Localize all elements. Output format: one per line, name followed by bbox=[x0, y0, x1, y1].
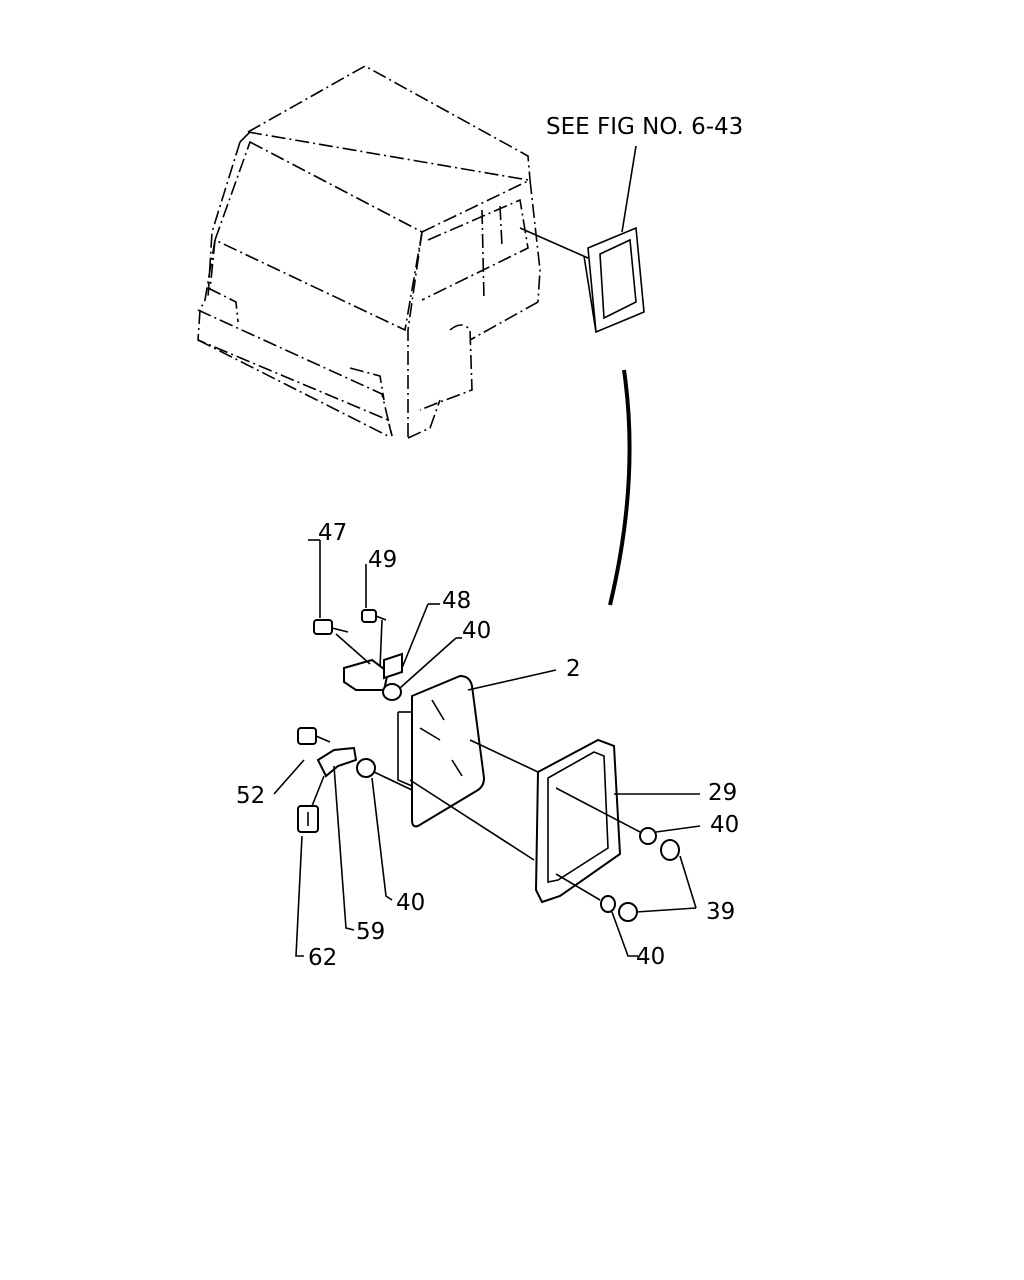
callout-40-left: 40 bbox=[396, 890, 425, 916]
hinge-48 bbox=[335, 603, 440, 691]
callout-52: 52 bbox=[236, 783, 265, 809]
nut-40-left bbox=[356, 758, 413, 901]
explode-arrow bbox=[608, 369, 632, 606]
nut-40-right bbox=[555, 787, 701, 845]
weatherstrip-29 bbox=[409, 738, 700, 904]
truck-cab bbox=[197, 65, 541, 439]
callout-29: 29 bbox=[708, 780, 737, 806]
callout-62: 62 bbox=[308, 945, 337, 971]
reference-window-panel bbox=[519, 145, 645, 334]
bolt-52 bbox=[273, 727, 331, 795]
nut-40-upper bbox=[382, 637, 462, 701]
glass-pane-2 bbox=[397, 669, 557, 828]
clip-39-lower bbox=[618, 902, 697, 922]
reference-note: SEE FIG NO. 6-43 bbox=[546, 114, 743, 140]
callout-49: 49 bbox=[368, 547, 397, 573]
callout-47: 47 bbox=[318, 520, 347, 546]
bolt-47 bbox=[308, 539, 349, 635]
nut-40-bottom bbox=[555, 873, 638, 957]
callout-40-right: 40 bbox=[710, 812, 739, 838]
callout-40-bottom: 40 bbox=[636, 944, 665, 970]
callout-40-upper: 40 bbox=[462, 618, 491, 644]
screw-49 bbox=[361, 564, 387, 669]
bracket-59 bbox=[311, 746, 358, 931]
callout-2: 2 bbox=[566, 656, 581, 682]
clip-39-upper bbox=[660, 839, 697, 909]
callout-39: 39 bbox=[706, 899, 735, 925]
latch-62 bbox=[295, 805, 319, 957]
callout-59: 59 bbox=[356, 919, 385, 945]
callout-48: 48 bbox=[442, 588, 471, 614]
